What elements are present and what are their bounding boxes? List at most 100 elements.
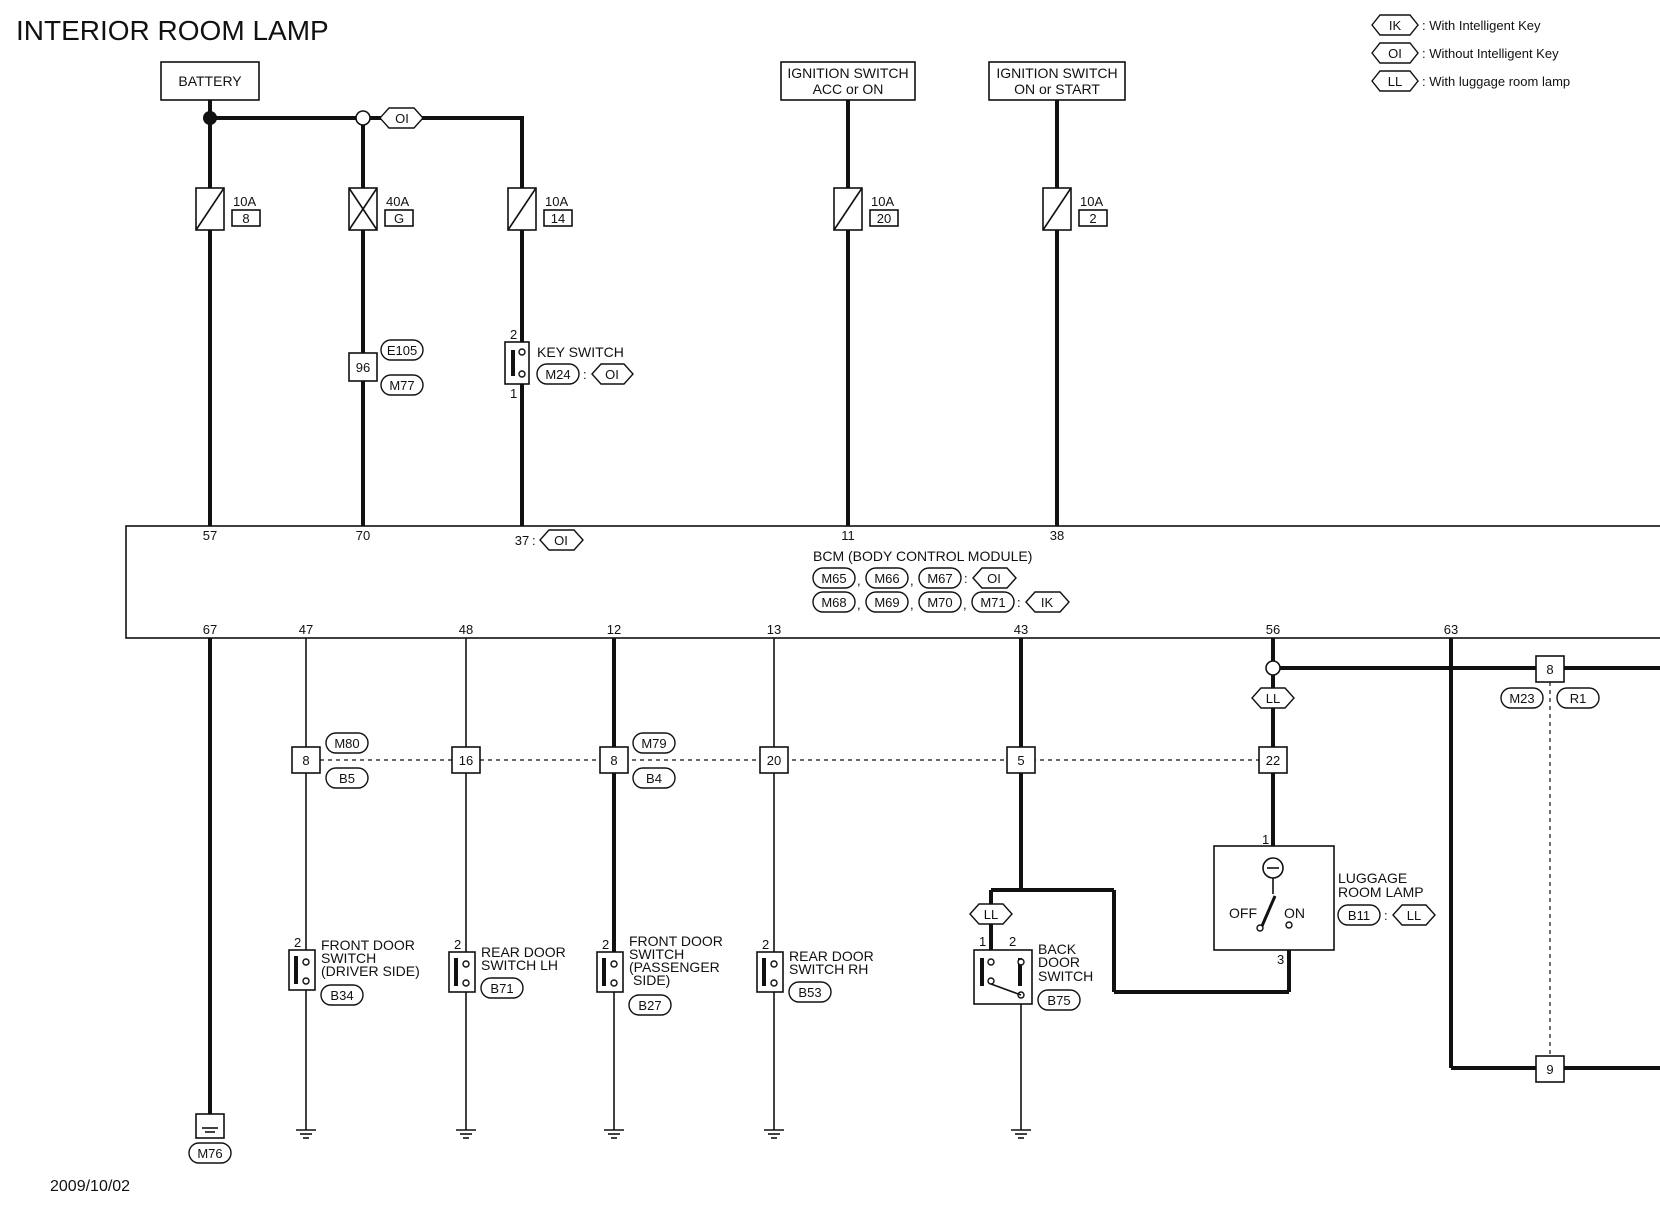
svg-text:B34: B34 — [330, 988, 353, 1003]
svg-text:20: 20 — [767, 753, 781, 768]
svg-text:,: , — [963, 597, 967, 612]
rear-door-switch-rh: 2 REAR DOOR SWITCH RH B53 — [756, 937, 874, 1003]
bcm-pin-56: 56 — [1266, 622, 1280, 637]
fuse-5: 10A 2 — [1042, 187, 1108, 231]
svg-text:SWITCH: SWITCH — [1038, 968, 1093, 984]
bcm-module: 57 70 37 : OI 11 38 BCM (BODY CONTROL MO… — [125, 525, 1660, 639]
key-switch-label: KEY SWITCH — [537, 344, 624, 360]
svg-text::: : — [964, 571, 968, 586]
svg-text:(PASSENGER: (PASSENGER — [629, 959, 720, 975]
key-switch: 2 1 KEY SWITCH M24 : OI — [504, 327, 634, 401]
svg-text:8: 8 — [1546, 662, 1553, 677]
svg-text:,: , — [857, 597, 861, 612]
svg-text:B75: B75 — [1047, 993, 1070, 1008]
svg-text:M77: M77 — [389, 378, 414, 393]
svg-text:2: 2 — [1009, 934, 1016, 949]
svg-text:B53: B53 — [798, 985, 821, 1000]
svg-text:1: 1 — [1262, 832, 1269, 847]
svg-text:10A: 10A — [233, 194, 256, 209]
svg-text:M71: M71 — [980, 595, 1005, 610]
svg-text:FRONT DOOR: FRONT DOOR — [629, 933, 723, 949]
svg-text:14: 14 — [551, 211, 565, 226]
svg-text:9: 9 — [1546, 1062, 1553, 1077]
svg-text:OI: OI — [554, 533, 568, 548]
bcm-pin-63: 63 — [1444, 622, 1458, 637]
page-title: INTERIOR ROOM LAMP — [16, 15, 329, 46]
svg-text:B11: B11 — [1348, 908, 1370, 923]
svg-text:2: 2 — [762, 937, 769, 952]
svg-text:B5: B5 — [339, 771, 355, 786]
svg-text:40A: 40A — [386, 194, 409, 209]
battery-source: BATTERY — [160, 61, 260, 101]
svg-text:96: 96 — [356, 360, 370, 375]
svg-text:R1: R1 — [1570, 691, 1587, 706]
svg-text:M66: M66 — [874, 571, 899, 586]
ground-m76-label: M76 — [197, 1146, 222, 1161]
legend-ik-text: : With Intelligent Key — [1422, 18, 1541, 33]
ll-tag-pin56: LL — [1251, 687, 1295, 709]
bcm-pin-43: 43 — [1014, 622, 1028, 637]
svg-text:M23: M23 — [1509, 691, 1534, 706]
battery-splice — [203, 111, 217, 125]
fuse-1: 10A 8 — [195, 187, 261, 231]
oi-splice — [355, 110, 371, 126]
svg-text:16: 16 — [459, 753, 473, 768]
connector-e105-m77: 96 E105 M77 — [348, 339, 424, 396]
bcm-pin-57: 57 — [203, 528, 217, 543]
svg-text::: : — [532, 533, 536, 548]
svg-text:OI: OI — [395, 111, 409, 126]
svg-text:8: 8 — [610, 753, 617, 768]
rear-door-switch-lh: 2 REAR DOOR SWITCH LH B71 — [448, 937, 566, 999]
ign-acc-line1: IGNITION SWITCH — [787, 65, 908, 81]
front-door-switch-driver: 2 FRONT DOOR SWITCH (DRIVER SIDE) B34 — [288, 935, 420, 1006]
top-wires — [203, 100, 1059, 526]
battery-label: BATTERY — [178, 73, 242, 89]
svg-text:M70: M70 — [927, 595, 952, 610]
bcm-pin-11: 11 — [841, 528, 855, 543]
ground-symbols — [296, 1129, 1031, 1139]
svg-text:10A: 10A — [545, 194, 568, 209]
svg-text:20: 20 — [877, 211, 891, 226]
legend: IK : With Intelligent Key OI : Without I… — [1371, 14, 1570, 92]
svg-text:1: 1 — [979, 934, 986, 949]
svg-text:3: 3 — [1277, 952, 1284, 967]
svg-text:2: 2 — [454, 937, 461, 952]
svg-text:2: 2 — [602, 937, 609, 952]
svg-text:M80: M80 — [334, 736, 359, 751]
svg-text:,: , — [857, 573, 861, 588]
fuse-4: 10A 20 — [833, 187, 899, 231]
svg-text:REAR DOOR: REAR DOOR — [789, 948, 874, 964]
ignition-start-source: IGNITION SWITCH ON or START — [988, 61, 1126, 101]
svg-text:,: , — [910, 597, 914, 612]
bcm-pin-70: 70 — [356, 528, 370, 543]
inline-connectors: 8 M80 B5 16 8 M79 B4 20 5 22 8 M23 R1 9 — [291, 655, 1600, 1083]
svg-text:M69: M69 — [874, 595, 899, 610]
fuse-3: 10A 14 — [507, 187, 573, 231]
svg-text:SWITCH: SWITCH — [321, 950, 376, 966]
svg-text:SWITCH LH: SWITCH LH — [481, 957, 558, 973]
svg-text:B4: B4 — [646, 771, 662, 786]
svg-text:FRONT DOOR: FRONT DOOR — [321, 937, 415, 953]
svg-text:M24: M24 — [545, 367, 570, 382]
svg-text:2: 2 — [510, 327, 517, 342]
oi-tag-bus: OI — [379, 107, 424, 129]
svg-text:(DRIVER SIDE): (DRIVER SIDE) — [321, 963, 420, 979]
svg-text:G: G — [394, 211, 404, 226]
svg-text:DOOR: DOOR — [1038, 954, 1080, 970]
back-door-switch: LL 1 2 BACK DOOR SWITCH B75 — [969, 888, 1291, 1011]
ignition-acc-source: IGNITION SWITCH ACC or ON — [780, 61, 916, 101]
bcm-pin-12: 12 — [607, 622, 621, 637]
svg-text:10A: 10A — [1080, 194, 1103, 209]
bcm-label: BCM (BODY CONTROL MODULE) — [813, 548, 1032, 564]
svg-text:LL: LL — [984, 907, 998, 922]
svg-text:B27: B27 — [638, 998, 661, 1013]
svg-text:SIDE): SIDE) — [633, 972, 670, 988]
svg-text:2: 2 — [294, 935, 301, 950]
svg-text:ROOM LAMP: ROOM LAMP — [1338, 884, 1424, 900]
svg-text:OFF: OFF — [1229, 905, 1257, 921]
bcm-pin-47: 47 — [299, 622, 313, 637]
svg-text:M79: M79 — [641, 736, 666, 751]
legend-oi-text: : Without Intelligent Key — [1422, 46, 1559, 61]
pin-56-splice — [1265, 660, 1281, 676]
